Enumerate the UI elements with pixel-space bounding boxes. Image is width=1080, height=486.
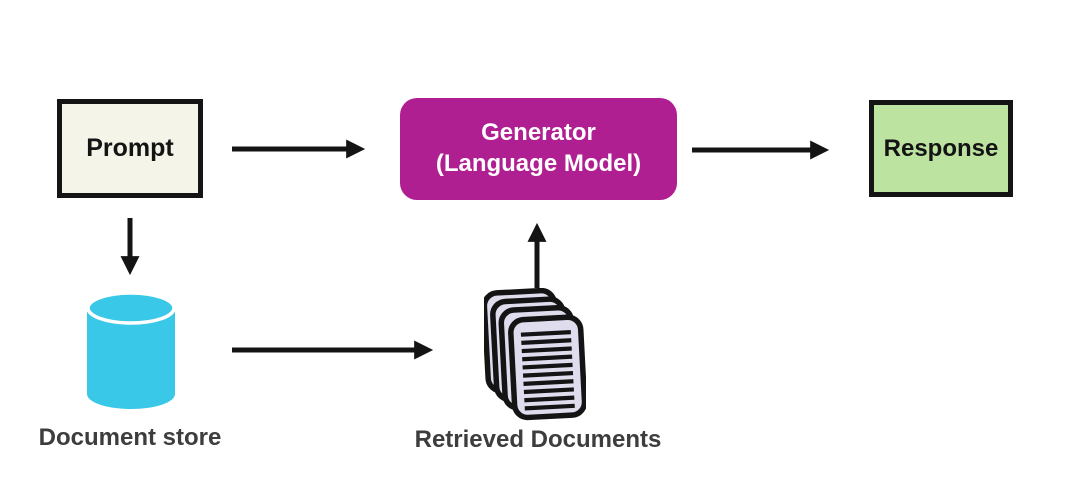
prompt-label: Prompt <box>86 134 174 162</box>
document-store-label: Document store <box>38 424 222 451</box>
node-generator: Generator (Language Model) <box>400 98 677 200</box>
document-stack-icon <box>484 288 586 421</box>
retrieved-documents-label: Retrieved Documents <box>414 426 662 453</box>
generator-label-line1: Generator <box>481 119 596 147</box>
database-cylinder-icon <box>87 292 175 409</box>
node-response: Response <box>869 100 1013 197</box>
node-prompt: Prompt <box>57 99 203 198</box>
response-label: Response <box>883 134 999 162</box>
generator-label-line2: (Language Model) <box>435 150 642 177</box>
